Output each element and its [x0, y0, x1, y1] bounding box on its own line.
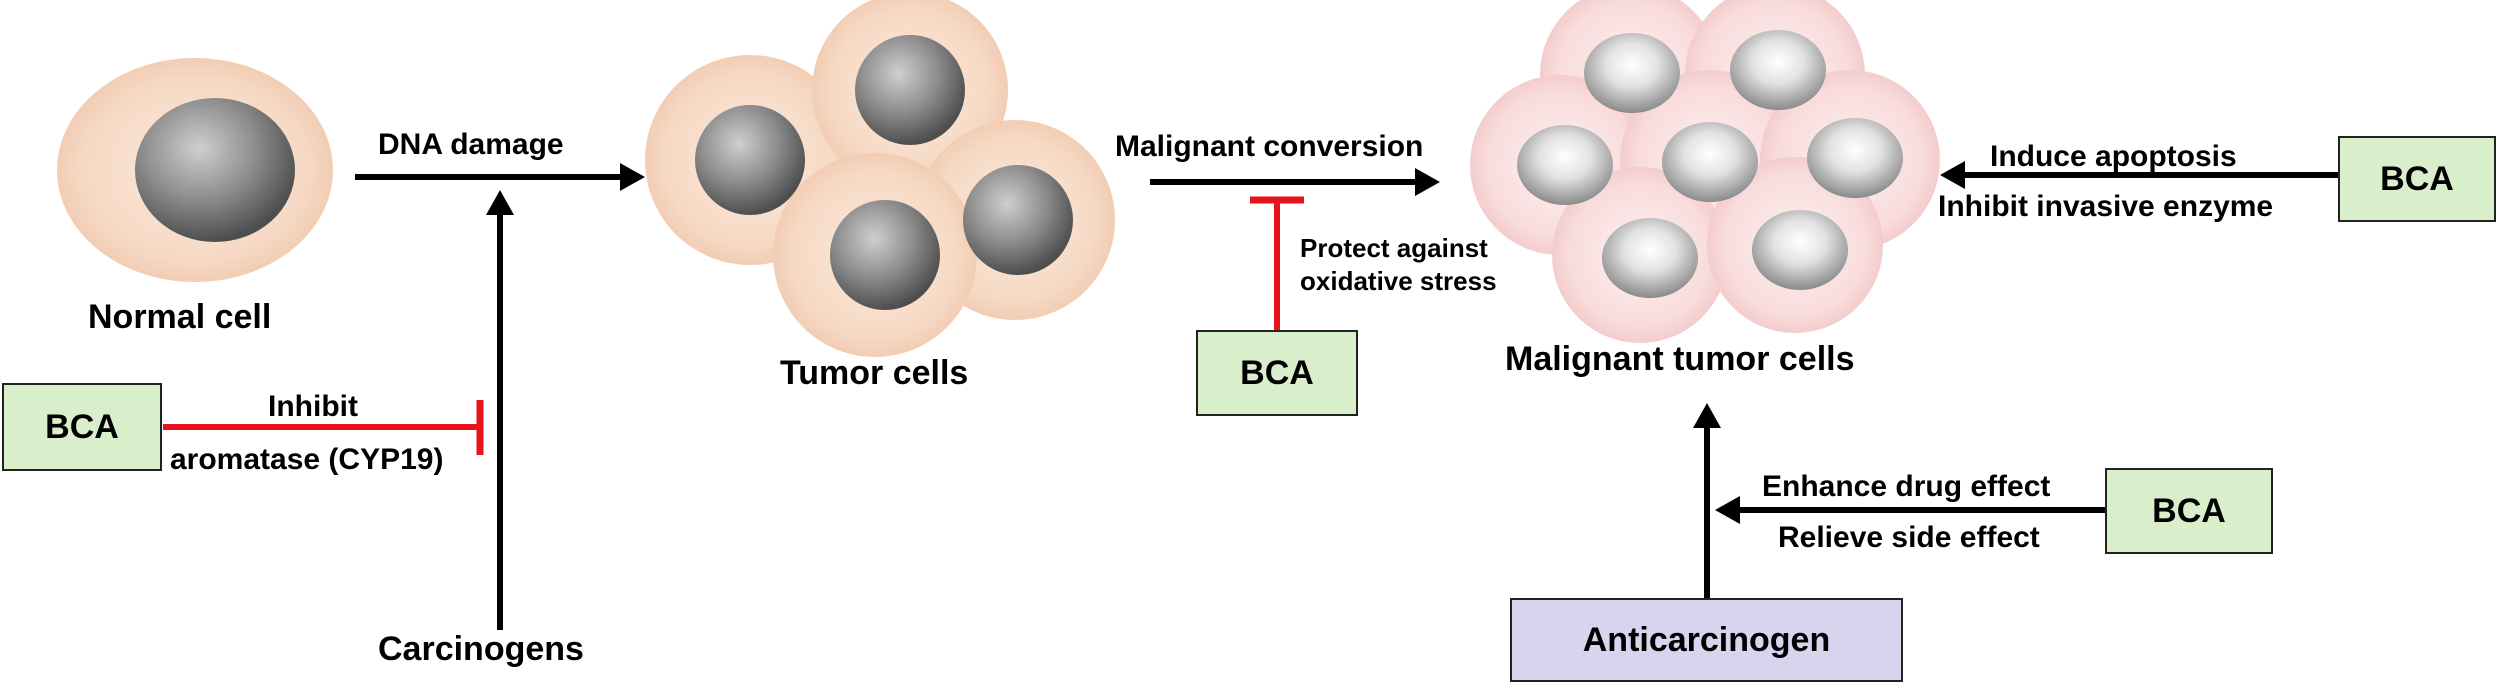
tumor-nucleus-4 — [830, 200, 940, 310]
normal-cell — [57, 58, 333, 282]
bca-box-middle: BCA — [1196, 330, 1358, 416]
induce-apoptosis-label: Induce apoptosis — [1990, 140, 2237, 173]
protect-label-line1: Protect against — [1300, 233, 1488, 263]
tumor-cells-label: Tumor cells — [780, 354, 969, 392]
malignant-conversion-label: Malignant conversion — [1115, 130, 1424, 163]
inhibit-label: Inhibit — [268, 390, 358, 423]
anticarcinogen-box: Anticarcinogen — [1510, 598, 1903, 682]
tumor-nucleus-1 — [695, 105, 805, 215]
induce-apoptosis-arrow — [1940, 161, 2340, 189]
tumor-cells-cluster — [645, 0, 1115, 357]
malignant-nucleus-6 — [1602, 218, 1698, 298]
normal-cell-label: Normal cell — [88, 298, 272, 336]
malignant-nucleus-7 — [1752, 210, 1848, 290]
malignant-nucleus-2 — [1730, 30, 1826, 110]
aromatase-label: aromatase (CYP19) — [170, 443, 444, 476]
dna-damage-arrow — [355, 163, 645, 191]
bca-box-left: BCA — [2, 383, 162, 471]
malignant-nucleus-5 — [1807, 118, 1903, 198]
protect-label-line2: oxidative stress — [1300, 266, 1497, 296]
malignant-tumor-cells-cluster — [1470, 0, 1940, 343]
malignant-conversion-arrow — [1150, 168, 1440, 196]
malignant-tumor-cells-label: Malignant tumor cells — [1505, 340, 1855, 378]
dna-damage-label: DNA damage — [378, 128, 564, 161]
anticarcinogen-arrow — [1693, 403, 1721, 598]
inhibit-aromatase-line — [163, 400, 484, 455]
tumor-nucleus-3 — [963, 165, 1073, 275]
tumor-nucleus-2 — [855, 35, 965, 145]
malignant-nucleus-4 — [1662, 122, 1758, 202]
malignant-nucleus-1 — [1584, 33, 1680, 113]
normal-cell-nucleus — [135, 98, 295, 242]
bca-box-right-bottom: BCA — [2105, 468, 2273, 554]
carcinogens-label: Carcinogens — [378, 630, 584, 668]
inhibit-invasive-label: Inhibit invasive enzyme — [1938, 190, 2274, 223]
relieve-side-label: Relieve side effect — [1778, 521, 2040, 554]
enhance-drug-arrow — [1715, 496, 2105, 524]
carcinogens-arrow — [486, 190, 514, 630]
bca-box-right-top: BCA — [2338, 136, 2496, 222]
malignant-nucleus-3 — [1517, 125, 1613, 205]
enhance-drug-label: Enhance drug effect — [1762, 470, 2051, 503]
protect-inhibit-line — [1250, 196, 1304, 330]
